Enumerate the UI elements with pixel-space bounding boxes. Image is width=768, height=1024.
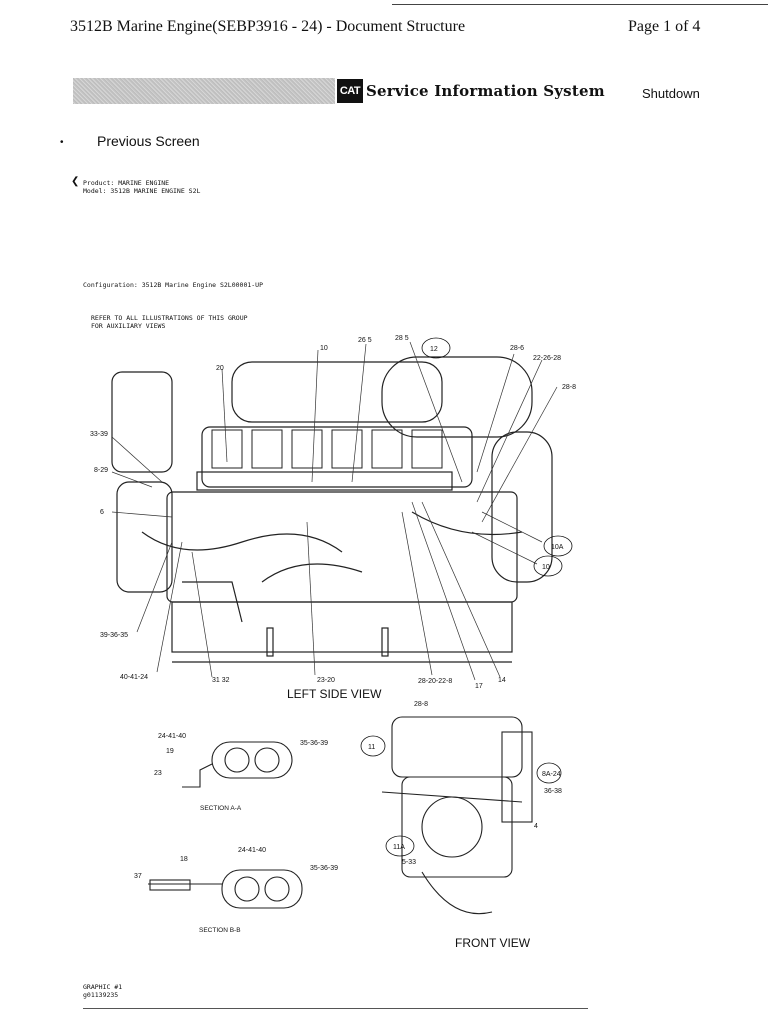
callout-label: 24-41-40	[158, 733, 186, 740]
cat-logo: CAT	[337, 79, 363, 103]
banner-bar	[73, 78, 335, 104]
sis-title: Service Information System	[366, 82, 605, 100]
callout-label: 4	[534, 823, 538, 830]
callout-label: 23	[154, 770, 162, 777]
callout-label: 31 32	[212, 677, 230, 684]
front-view-label: FRONT VIEW	[455, 936, 531, 950]
callout-label: 20	[216, 365, 224, 372]
callout-label: 19	[166, 748, 174, 755]
product-line: Product: MARINE ENGINE	[83, 179, 170, 187]
left-side-engine-drawing	[111, 356, 553, 663]
document-title: 3512B Marine Engine(SEBP3916 - 24) - Doc…	[70, 18, 466, 35]
callout-label: 37	[134, 873, 142, 880]
bullet-icon: •	[60, 137, 64, 148]
callout-label: 6	[100, 509, 104, 516]
callout-bubbles	[421, 337, 573, 577]
callout-label: 23-20	[317, 677, 335, 684]
front-view-drawing	[381, 716, 533, 915]
callout-label: 10	[320, 345, 328, 352]
callout-label: 10	[542, 564, 550, 571]
leader-lines	[111, 341, 558, 681]
section-a-label: SECTION A-A	[200, 805, 242, 812]
callout-label: 28-6	[510, 345, 524, 352]
configuration-line: Configuration: 3512B Marine Engine S2L00…	[83, 281, 264, 289]
callout-label: 33-39	[90, 431, 108, 438]
callout-label: 36-38	[544, 788, 562, 795]
callout-label: 10A	[551, 544, 564, 551]
callout-label: 35-36-39	[300, 740, 328, 747]
callout-label: 28 5	[395, 335, 409, 342]
bottom-rule	[83, 1008, 588, 1009]
section-b-drawing	[148, 869, 303, 909]
refer-note: REFER TO ALL ILLUSTRATIONS OF THIS GROUP…	[91, 314, 248, 330]
page-number: Page 1 of 4	[628, 18, 701, 35]
callout-label: 26 5	[358, 337, 372, 344]
callout-label: 35-36-39	[310, 865, 338, 872]
callout-label: 8A-24	[542, 771, 561, 778]
engine-diagram: 20 33-39 8-29 6 39-36-35 40-41-24 31 32 …	[90, 335, 576, 950]
callout-label: 28-8	[562, 384, 576, 391]
top-rule	[392, 4, 768, 5]
back-arrow-icon[interactable]: ❮	[71, 176, 80, 187]
section-b-label: SECTION B-B	[199, 927, 241, 934]
graphic-id: g01139235	[83, 991, 119, 999]
callout-label: 17	[475, 683, 483, 690]
left-side-view-label: LEFT SIDE VIEW	[287, 687, 382, 701]
callout-label: 40-41-24	[120, 674, 148, 681]
callout-label: 22-26-28	[533, 355, 561, 362]
product-info: Product: MARINE ENGINE Model: 3512B MARI…	[83, 179, 200, 195]
section-a-drawing	[182, 741, 293, 788]
callout-label: 11	[368, 744, 375, 751]
callout-label: 14	[498, 677, 506, 684]
graphic-label: GRAPHIC #1	[83, 983, 123, 991]
callout-label: 39-36-35	[100, 632, 128, 639]
model-line: Model: 3512B MARINE ENGINE S2L	[83, 187, 201, 195]
callout-label: 12	[430, 346, 438, 353]
callout-label: 8-29	[94, 467, 108, 474]
previous-screen-link[interactable]: Previous Screen	[97, 133, 200, 149]
graphic-info: GRAPHIC #1 g01139235	[83, 983, 122, 999]
callout-label: 5-33	[402, 859, 416, 866]
callout-label: 28-20-22-8	[418, 678, 452, 685]
shutdown-link[interactable]: Shutdown	[642, 86, 700, 101]
callout-label: 18	[180, 856, 188, 863]
callout-label: 11A	[393, 844, 405, 851]
callout-label: 24-41-40	[238, 847, 266, 854]
callout-label: 28-8	[414, 701, 428, 708]
